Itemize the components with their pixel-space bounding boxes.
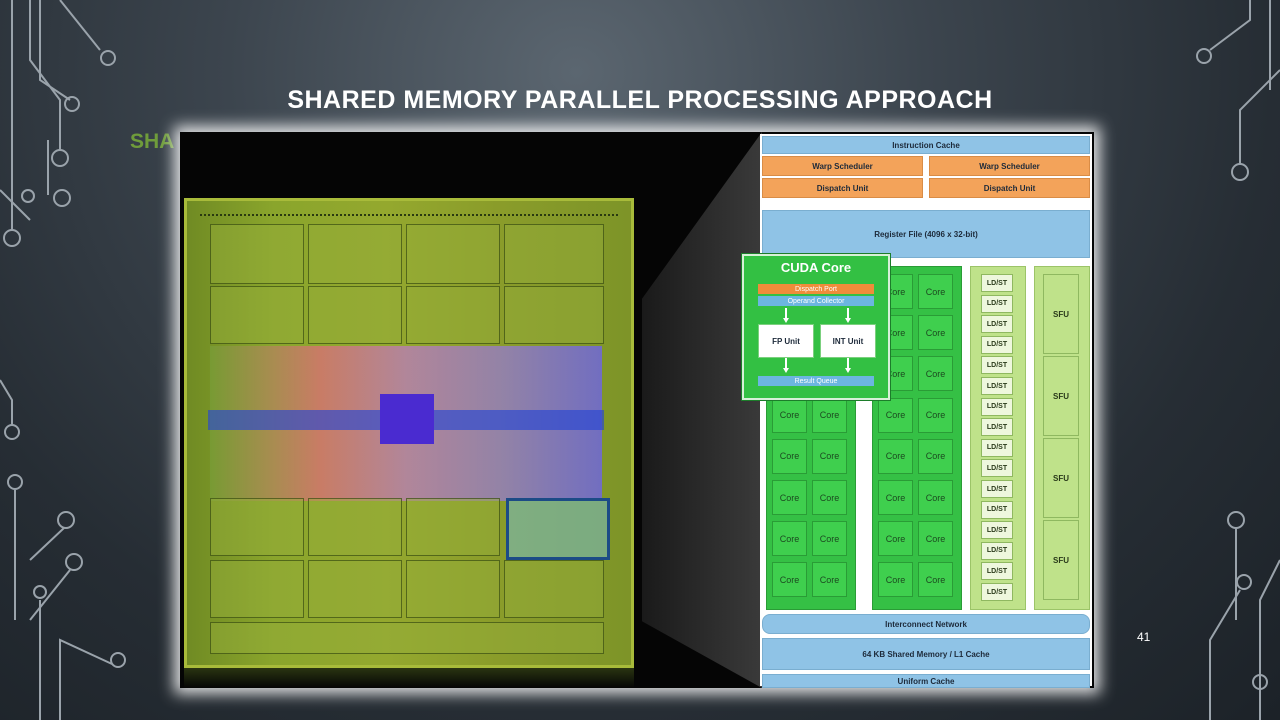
die-block	[406, 286, 500, 344]
uniform-cache: Uniform Cache	[762, 674, 1090, 688]
cuda-core-inset: CUDA Core Dispatch Port Operand Collecto…	[742, 254, 890, 400]
die-block	[210, 622, 604, 654]
warp-scheduler-2: Warp Scheduler	[929, 156, 1090, 176]
dispatch-unit-2: Dispatch Unit	[929, 178, 1090, 198]
die-block	[308, 286, 402, 344]
core-unit: Core	[772, 562, 807, 598]
page-number: 41	[1137, 630, 1151, 644]
slide-title: SHARED MEMORY PARALLEL PROCESSING APPROA…	[287, 86, 993, 114]
core-unit: Core	[772, 521, 807, 557]
core-unit: Core	[812, 438, 847, 474]
die-block	[504, 286, 604, 344]
ldst-unit: LD/ST	[981, 438, 1013, 457]
instruction-cache: Instruction Cache	[762, 136, 1090, 154]
core-unit: Core	[772, 397, 807, 433]
core-unit: Core	[878, 397, 913, 433]
warp-scheduler-1: Warp Scheduler	[762, 156, 923, 176]
dispatch-port: Dispatch Port	[758, 284, 874, 294]
die-block	[406, 224, 500, 284]
core-unit: Core	[878, 521, 913, 557]
core-unit: Core	[918, 397, 953, 433]
ldst-unit: LD/ST	[981, 562, 1013, 581]
core-unit: Core	[918, 480, 953, 515]
gpu-architecture-image: Instruction Cache Warp Scheduler Warp Sc…	[180, 132, 1094, 688]
cuda-core-title: CUDA Core	[780, 260, 852, 275]
ldst-unit: LD/ST	[981, 583, 1013, 601]
die-block	[210, 224, 304, 284]
die-block	[308, 224, 402, 284]
core-unit: Core	[878, 562, 913, 598]
zoom-wedge	[642, 132, 762, 688]
die-block	[308, 498, 402, 556]
die-reflection	[184, 668, 634, 688]
arrow-line	[847, 358, 849, 368]
die-block	[210, 498, 304, 556]
core-unit: Core	[918, 562, 953, 598]
core-unit: Core	[918, 521, 953, 557]
circuit-decoration-right	[1196, 0, 1280, 720]
arrow-line	[785, 358, 787, 368]
ldst-unit: LD/ST	[981, 274, 1013, 292]
ldst-unit: LD/ST	[981, 315, 1013, 334]
gpu-die-photo	[184, 198, 634, 668]
arrow-down-icon	[783, 368, 789, 373]
int-unit: INT Unit	[820, 324, 876, 358]
ldst-unit: LD/ST	[981, 521, 1013, 540]
core-unit: Core	[772, 480, 807, 515]
ldst-unit: LD/ST	[981, 294, 1013, 313]
ldst-unit: LD/ST	[981, 541, 1013, 560]
fp-unit: FP Unit	[758, 324, 814, 358]
ldst-unit: LD/ST	[981, 500, 1013, 519]
ldst-unit: LD/ST	[981, 480, 1013, 498]
die-block	[210, 286, 304, 344]
ldst-unit: LD/ST	[981, 335, 1013, 354]
core-unit: Core	[812, 480, 847, 515]
interconnect-network: Interconnect Network	[762, 614, 1090, 634]
sm-block-diagram: Instruction Cache Warp Scheduler Warp Sc…	[760, 134, 1092, 688]
ldst-unit: LD/ST	[981, 459, 1013, 478]
arrow-down-icon	[845, 368, 851, 373]
ldst-unit: LD/ST	[981, 418, 1013, 437]
die-block	[210, 560, 304, 618]
shared-memory-l1-cache: 64 KB Shared Memory / L1 Cache	[762, 638, 1090, 670]
core-unit: Core	[812, 397, 847, 433]
die-highlighted-sm	[506, 498, 610, 560]
core-unit: Core	[918, 315, 953, 351]
core-unit: Core	[812, 562, 847, 598]
sfu-unit: SFU	[1043, 438, 1079, 518]
arrow-down-icon	[783, 318, 789, 323]
core-unit: Core	[878, 480, 913, 515]
die-center-block	[380, 394, 434, 444]
core-unit: Core	[918, 356, 953, 392]
die-block	[504, 224, 604, 284]
operand-collector: Operand Collector	[758, 296, 874, 306]
ldst-unit: LD/ST	[981, 377, 1013, 395]
ldst-unit: LD/ST	[981, 356, 1013, 375]
dispatch-unit-1: Dispatch Unit	[762, 178, 923, 198]
result-queue: Result Queue	[758, 376, 874, 386]
die-block	[308, 560, 402, 618]
die-pads	[200, 204, 618, 216]
sfu-unit: SFU	[1043, 274, 1079, 354]
core-unit: Core	[918, 274, 953, 309]
die-block	[406, 560, 500, 618]
arrow-line	[847, 308, 849, 318]
core-unit: Core	[772, 438, 807, 474]
die-block	[406, 498, 500, 556]
core-unit: Core	[878, 438, 913, 474]
sfu-unit: SFU	[1043, 356, 1079, 436]
ldst-unit: LD/ST	[981, 397, 1013, 416]
arrow-down-icon	[845, 318, 851, 323]
circuit-decoration-left	[0, 0, 126, 720]
arrow-line	[785, 308, 787, 318]
die-block	[504, 560, 604, 618]
core-unit: Core	[918, 438, 953, 474]
sfu-unit: SFU	[1043, 520, 1079, 600]
core-unit: Core	[812, 521, 847, 557]
register-file: Register File (4096 x 32-bit)	[762, 210, 1090, 258]
subtitle-partial: SHA	[130, 130, 175, 153]
